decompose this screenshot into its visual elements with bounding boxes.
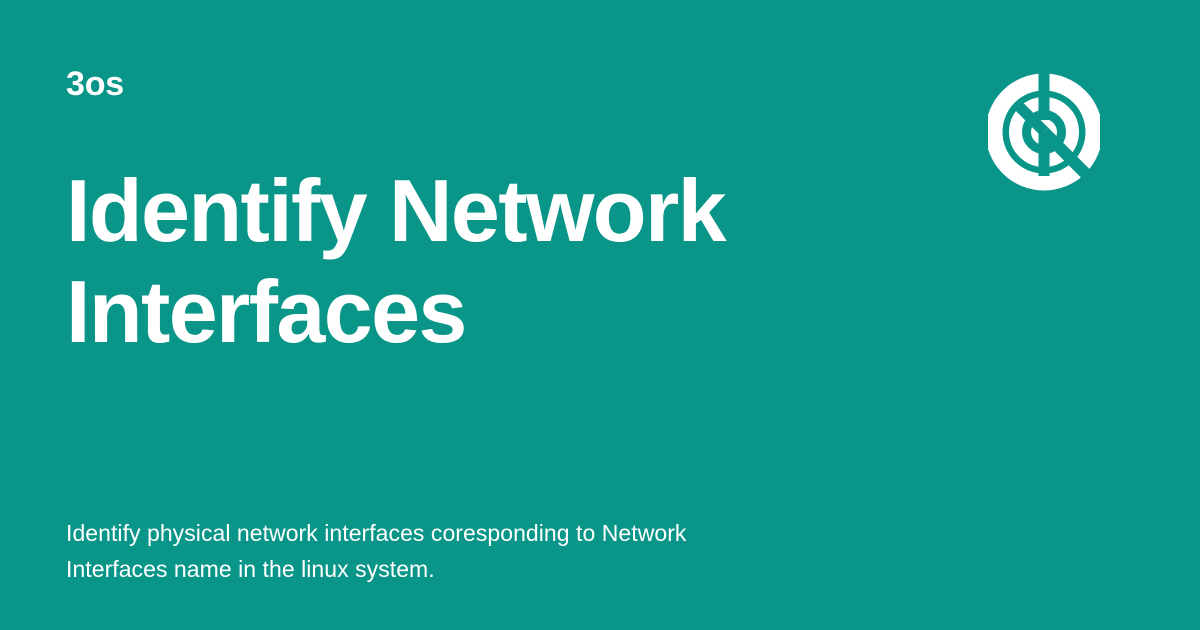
page-title-line-2: Interfaces [66,262,467,361]
page-title-line-1: Identify Network [66,161,727,260]
page-description-line-1: Identify physical network interfaces cor… [66,520,687,546]
page-description-line-2: Interfaces name in the linux system. [66,556,435,582]
page-description: Identify physical network interfaces cor… [66,515,866,587]
brand-wordmark[interactable]: 3os [66,65,124,103]
concentric-rings-logo-icon[interactable] [988,72,1100,192]
page-title: Identify Network Interfaces [66,160,926,362]
